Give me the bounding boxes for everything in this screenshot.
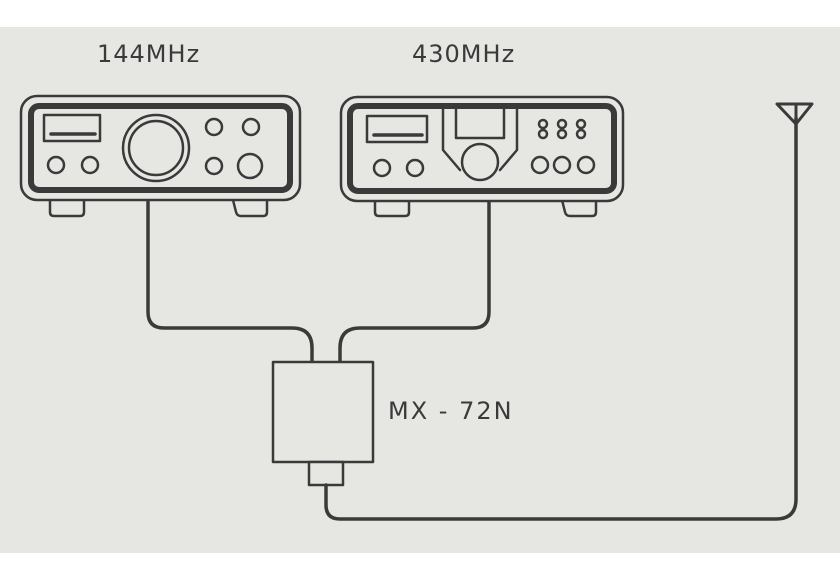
cable-430mhz <box>338 200 491 364</box>
cable-antenna <box>324 116 798 521</box>
label-duplexer: MX - 72N <box>388 397 514 425</box>
label-144mhz: 144MHz <box>97 40 201 68</box>
label-430mhz: 430MHz <box>412 40 516 68</box>
antenna-icon <box>775 102 814 126</box>
cable-144mhz <box>146 200 314 364</box>
duplexer-mx72n <box>271 360 375 487</box>
transceiver-430mhz <box>339 95 625 218</box>
transceiver-144mhz <box>19 94 302 218</box>
